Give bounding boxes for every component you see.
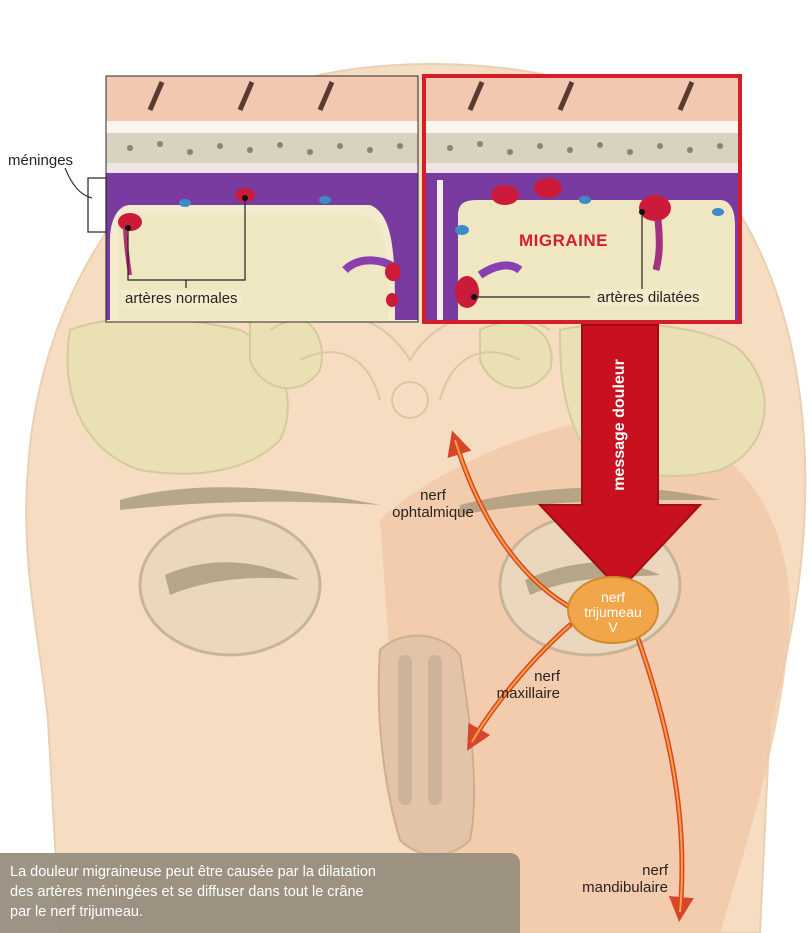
caption-line-1: La douleur migraineuse peut être causée … <box>10 864 376 880</box>
maxillary-nerve-label: nerf maxillaire <box>480 668 560 702</box>
trigeminal-nerve-line3: V <box>568 620 658 635</box>
migraine-label: MIGRAINE <box>519 232 608 249</box>
mandibular-nerve-line1: nerf <box>568 862 668 879</box>
normal-inset <box>106 76 418 322</box>
trigeminal-nerve-label: nerf trijumeau V <box>568 590 658 635</box>
ophthalmic-nerve-line2: ophtalmique <box>388 504 478 521</box>
trigeminal-nerve-line2: trijumeau <box>568 605 658 620</box>
pain-message-label: message douleur <box>611 359 629 491</box>
caption-box: La douleur migraineuse peut être causée … <box>0 853 520 933</box>
migraine-inset <box>424 76 740 322</box>
pain-message-label-box: message douleur <box>580 358 660 493</box>
mandibular-nerve-line2: mandibulaire <box>568 879 668 896</box>
maxillary-nerve-line1: nerf <box>480 668 560 685</box>
ophthalmic-nerve-label: nerf ophtalmique <box>388 487 478 521</box>
maxillary-nerve-line2: maxillaire <box>480 685 560 702</box>
mandibular-nerve-label: nerf mandibulaire <box>568 862 668 896</box>
dilated-arteries-label: artères dilatées <box>594 289 703 306</box>
meninges-label: méninges <box>8 152 73 169</box>
ophthalmic-nerve-line1: nerf <box>388 487 478 504</box>
caption-line-3: par le nerf trijumeau. <box>10 904 143 920</box>
caption-line-2: des artères méningées et se diffuser dan… <box>10 884 364 900</box>
normal-arteries-label: artères normales <box>122 290 241 307</box>
trigeminal-nerve-line1: nerf <box>568 590 658 605</box>
